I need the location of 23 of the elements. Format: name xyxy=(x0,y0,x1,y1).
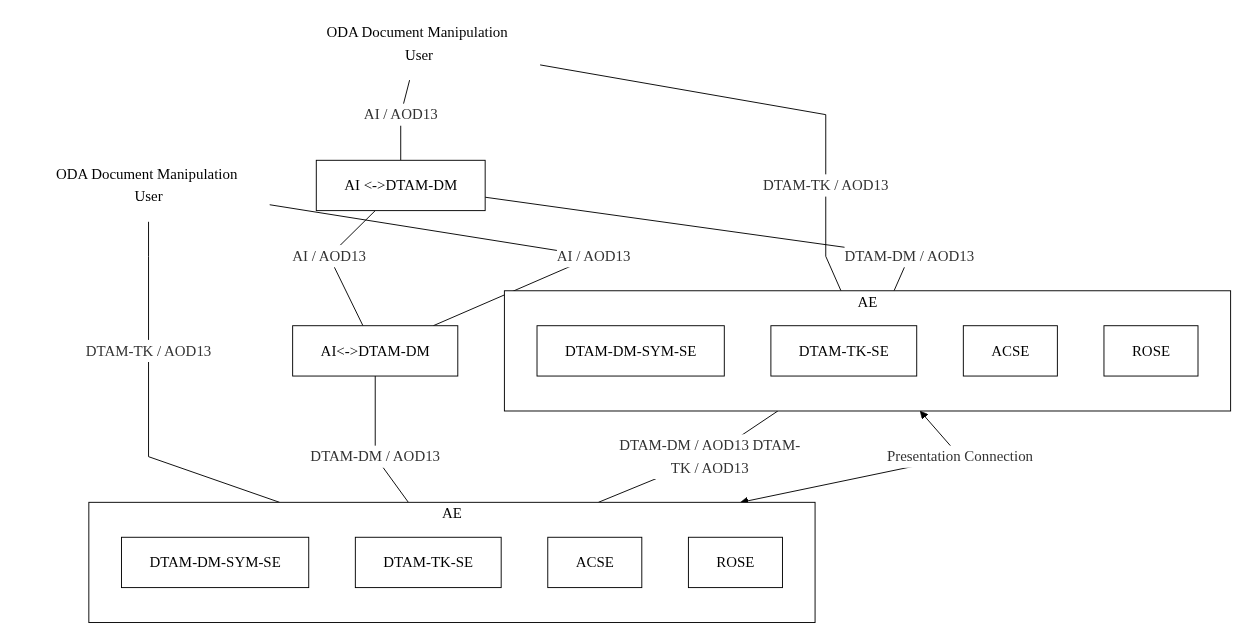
edge-label: Presentation Connection xyxy=(886,448,1034,465)
node-box: AI<->DTAM-DM xyxy=(292,325,459,377)
node-box: DTAM-DM-SYM-SE xyxy=(121,536,310,589)
edge-label: DTAM-DM / AOD13 DTAM-TK / AOD13 xyxy=(619,437,801,476)
edge-label: DTAM-DM / AOD13 xyxy=(310,448,441,465)
node-box: ACSE xyxy=(547,536,643,589)
node-box: AI <->DTAM-DM xyxy=(315,159,486,212)
node-box: DTAM-TK-SE xyxy=(770,325,918,377)
node-box: DTAM-TK-SE xyxy=(354,536,502,589)
edge-label: DTAM-DM / AOD13 xyxy=(844,247,975,264)
connector xyxy=(539,64,842,292)
node-text: ODA Document Manipulation User xyxy=(326,24,508,63)
edge-label: AI / AOD13 xyxy=(292,247,366,264)
edge-label: DTAM-TK / AOD13 xyxy=(762,177,889,193)
edge-label: AI / AOD13 xyxy=(363,106,438,123)
node-box: ACSE xyxy=(962,325,1058,377)
node-text: ODA Document Manipulation User xyxy=(55,165,238,205)
edge-label: DTAM-TK / AOD13 xyxy=(85,342,212,359)
edge-label: AI / AOD13 xyxy=(556,247,631,264)
node-box: DTAM-DM-SYM-SE xyxy=(536,325,725,377)
node-box: ROSE xyxy=(687,536,783,589)
node-box: ROSE xyxy=(1103,325,1199,377)
connector xyxy=(148,221,280,503)
